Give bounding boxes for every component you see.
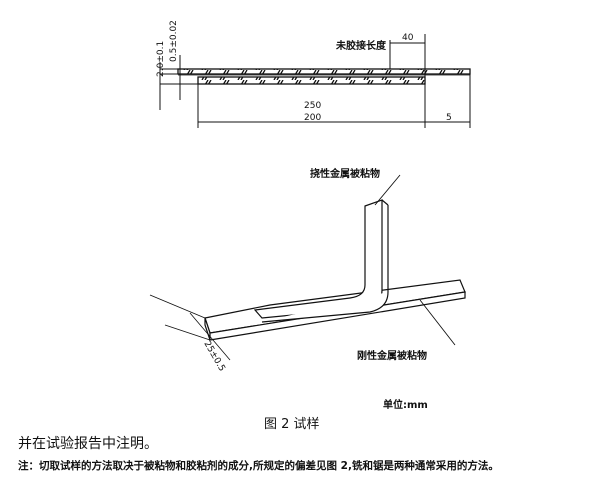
dim-thickness-2mm: 2.0±0.1	[156, 41, 166, 77]
width-dim: 25±0.5	[201, 340, 226, 374]
perspective-view-drawing	[149, 174, 466, 361]
dim-5: 5	[446, 113, 452, 123]
units-label: 单位:mm	[383, 400, 428, 411]
side-view-drawing	[159, 34, 471, 128]
dim-thickness-0-5mm: 0.5±0.02	[169, 20, 179, 62]
dim-200: 200	[304, 113, 321, 123]
flexible-adherend-label: 挠性金属被粘物	[310, 167, 380, 180]
figure-caption: 图 2 试样	[264, 417, 320, 432]
body-text: 并在试验报告中注明。	[18, 436, 158, 452]
note-text: 注：切取试样的方法取决于被粘物和胶粘剂的成分,所规定的偏差见图 2,铣和锯是两种…	[18, 460, 499, 472]
dim-40: 40	[402, 33, 414, 43]
dim-250: 250	[304, 101, 321, 111]
unbonded-length-label: 未胶接长度	[335, 39, 387, 52]
rigid-adherend-label: 刚性金属被粘物	[357, 349, 427, 362]
